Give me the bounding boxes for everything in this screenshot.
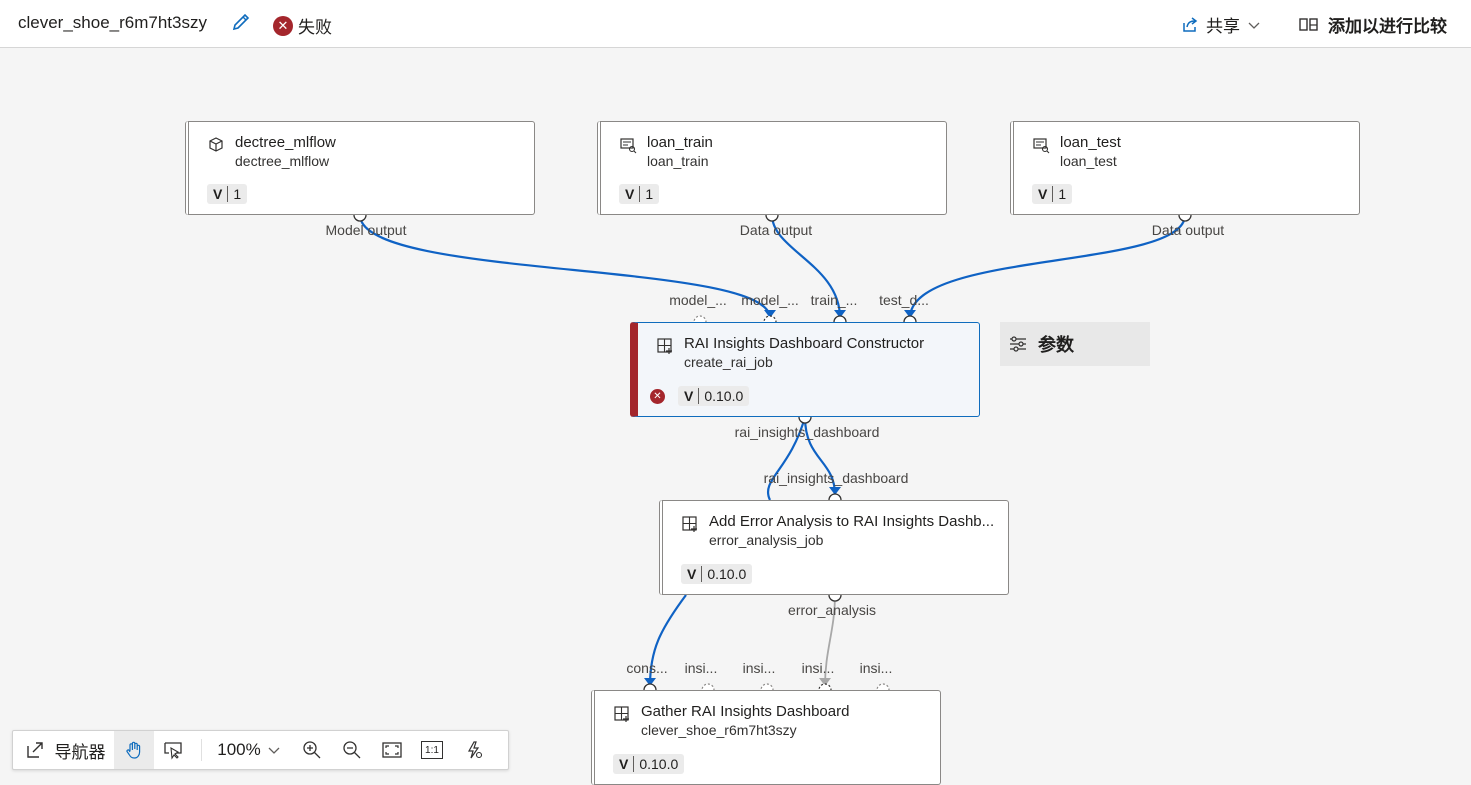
node-gather-rai-insights[interactable]: Gather RAI Insights Dashboard clever_sho… [591, 690, 941, 785]
dataset-icon [1033, 138, 1050, 154]
node-subtitle: clever_shoe_r6m7ht3szy [641, 722, 797, 738]
node-error-analysis[interactable]: Add Error Analysis to RAI Insights Dashb… [659, 500, 1009, 595]
pointer-select-icon [164, 742, 182, 760]
chevron-down-icon [1248, 22, 1260, 29]
input-label: insi... [742, 660, 776, 676]
edit-name-icon[interactable] [230, 11, 252, 33]
pan-tool-button[interactable] [114, 731, 154, 769]
zoom-out-button[interactable] [333, 731, 371, 769]
top-bar: clever_shoe_r6m7ht3szy ✕ 失败 共享 添加以进行比较 [0, 0, 1471, 48]
edge-test-to-constructor [908, 214, 1187, 319]
node-subtitle: error_analysis_job [709, 532, 824, 548]
actual-size-icon: 1:1 [421, 741, 443, 759]
share-label: 共享 [1206, 17, 1240, 36]
share-button[interactable]: 共享 [1180, 12, 1262, 37]
fit-screen-icon [382, 742, 402, 758]
canvas-toolbar: 导航器 100% 1:1 [12, 730, 509, 770]
divider [201, 739, 202, 761]
job-name: clever_shoe_r6m7ht3szy [18, 13, 207, 32]
fit-to-screen-button[interactable] [373, 731, 411, 769]
open-navigator-icon [26, 742, 43, 758]
zoom-out-icon [343, 741, 361, 759]
input-label: train_... [810, 292, 858, 308]
zoom-in-icon [303, 741, 321, 759]
hand-icon [126, 741, 141, 759]
input-label: insi... [859, 660, 893, 676]
component-grid-icon [682, 516, 697, 532]
parameters-label: 参数 [1038, 335, 1074, 355]
compare-icon [1299, 17, 1318, 31]
compare-label: 添加以进行比较 [1328, 17, 1447, 36]
node-title: RAI Insights Dashboard Constructor [684, 335, 925, 352]
output-label-constructor: rai_insights_dashboard [734, 424, 880, 440]
zoom-in-button[interactable] [293, 731, 331, 769]
model-cube-icon [209, 137, 223, 152]
node-subtitle: loan_test [1060, 153, 1117, 169]
input-label: model_... [669, 292, 727, 308]
node-title: Gather RAI Insights Dashboard [641, 703, 850, 720]
arrow-head [834, 310, 846, 318]
add-to-compare-button[interactable]: 添加以进行比较 [1298, 12, 1447, 37]
output-label-error-analysis: error_analysis [788, 602, 876, 618]
node-subtitle: create_rai_job [684, 354, 773, 370]
sliders-icon [1010, 336, 1026, 352]
failed-icon: ✕ [273, 15, 293, 36]
flash-settings-icon [467, 741, 483, 759]
zoom-level: 100% [217, 740, 261, 759]
node-subtitle: loan_train [647, 153, 709, 169]
input-label: cons... [626, 660, 668, 676]
navigator-button[interactable]: 导航器 [17, 731, 113, 769]
dataset-icon [620, 138, 637, 154]
navigator-label: 导航器 [54, 742, 106, 762]
node-title: loan_test [1060, 134, 1121, 151]
zoom-level-dropdown[interactable]: 100% [209, 731, 289, 769]
component-grid-icon [614, 706, 629, 722]
parameters-button[interactable]: 参数 [1000, 322, 1150, 366]
output-label-train: Data output [739, 222, 813, 238]
auto-layout-button[interactable] [455, 731, 493, 769]
arrow-head [764, 310, 776, 318]
node-subtitle: dectree_mlflow [235, 153, 330, 169]
node-title: dectree_mlflow [235, 134, 336, 151]
node-title: loan_train [647, 134, 713, 151]
node-title: Add Error Analysis to RAI Insights Dashb… [709, 513, 995, 530]
share-icon [1183, 16, 1198, 32]
node-rai-insights-constructor[interactable]: RAI Insights Dashboard Constructor creat… [630, 322, 980, 417]
input-label-error-analysis: rai_insights_dashboard [763, 470, 909, 486]
error-status-icon: ✕ [650, 389, 665, 404]
arrow-head [644, 678, 656, 686]
input-label: insi... [801, 660, 835, 676]
arrow-head [819, 678, 831, 686]
input-label: test_d... [879, 292, 929, 308]
job-status: ✕ 失败 [273, 13, 332, 38]
output-label-model: Model output [325, 222, 407, 238]
chevron-down-icon [268, 747, 280, 754]
output-label-test: Data output [1151, 222, 1225, 238]
component-grid-icon [657, 338, 672, 354]
arrow-head [904, 310, 916, 318]
status-label: 失败 [298, 18, 332, 37]
input-label: insi... [684, 660, 718, 676]
input-label: model_... [741, 292, 799, 308]
actual-size-button[interactable]: 1:1 [413, 731, 451, 769]
select-tool-button[interactable] [154, 731, 194, 769]
arrow-head [829, 487, 841, 495]
